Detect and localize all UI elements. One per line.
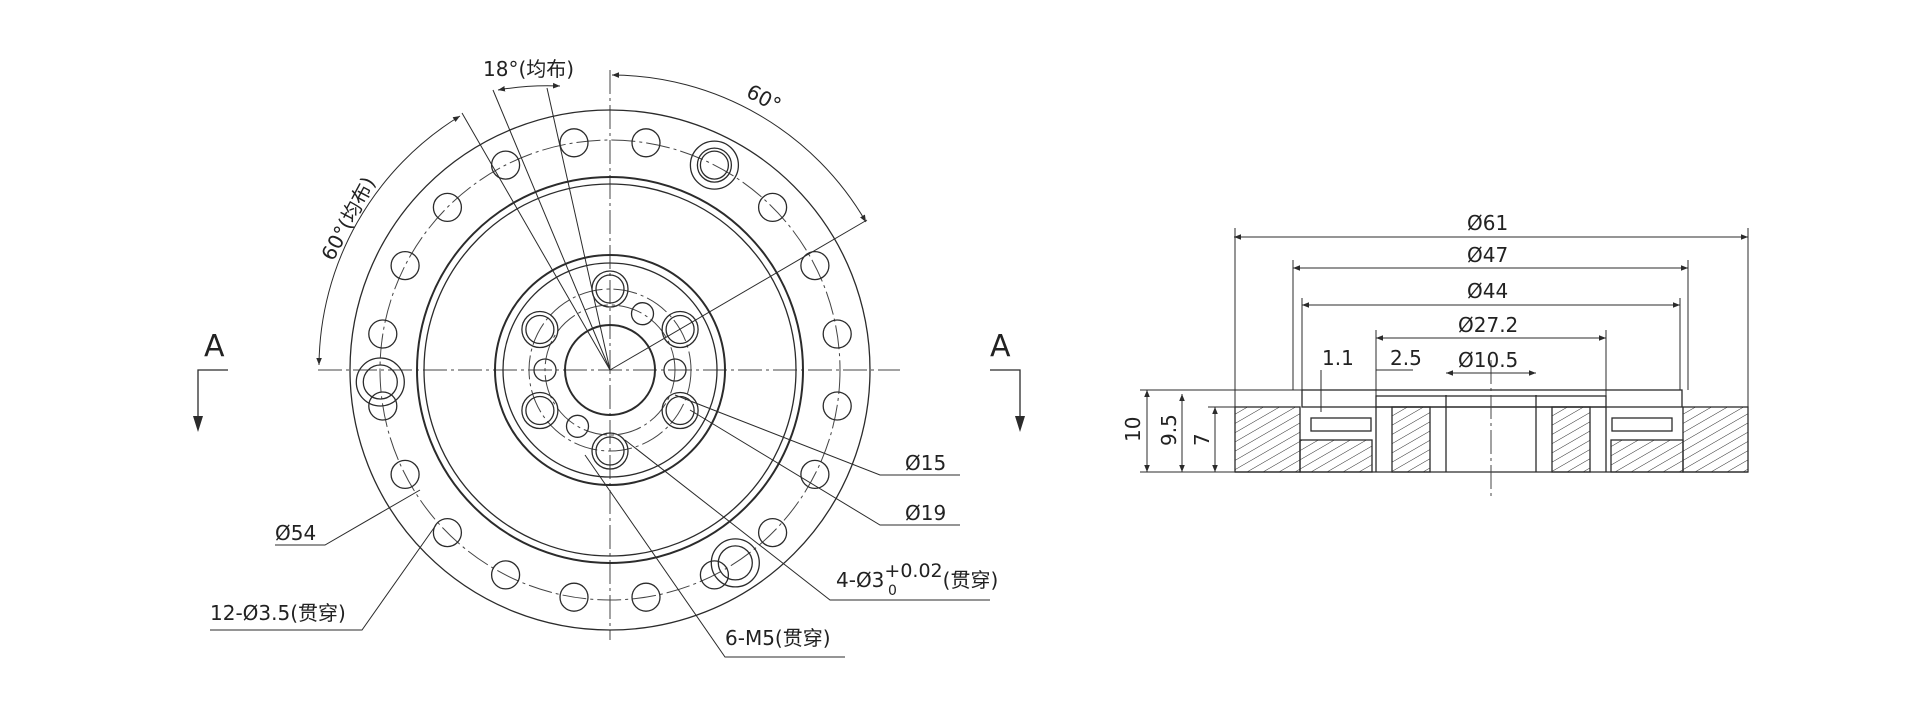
m5-hole-inner [665,314,695,345]
through-hole [559,582,589,612]
pin-hole [533,358,557,382]
front-view: A A 18°(均布) 60° 60°(均布) Ø54 12-Ø3.5(贯穿) … [193,57,1025,658]
pin-hole [565,414,590,438]
leader-6-m5 [584,454,845,658]
label-dia54: Ø54 [275,521,316,545]
outer-flange-circle [349,109,871,631]
label-dia15: Ø15 [905,451,946,475]
center-bore [564,324,656,416]
m5-hole-outer [591,432,629,470]
wall-left-mid [1299,439,1373,473]
leader-12-holes [210,524,437,631]
label-angle-60: 60° [743,79,786,117]
counterbore-inner [362,364,398,400]
through-hole [432,192,463,223]
label-angle-18: 18°(均布) [483,57,574,81]
label-2-5: 2.5 [1390,346,1422,370]
hub-hole-circle-15 [544,304,676,436]
leader-4-holes [624,439,990,601]
through-hole [559,128,589,158]
through-hole [631,128,661,158]
label-dia10-5: Ø10.5 [1458,348,1518,372]
label-1-1: 1.1 [1322,346,1354,370]
label-6-m5: 6-M5(贯穿) [725,626,831,650]
m5-hole-inner [595,274,625,304]
leader-dia15 [674,394,960,476]
label-dia61: Ø61 [1467,211,1508,235]
section-arrow-left-head [193,416,203,432]
m5-hole-inner [525,314,555,345]
inner-ring-right [1611,417,1673,432]
m5-hole-outer [661,391,699,430]
through-hole [822,319,852,349]
angle-ray-18b [546,87,611,371]
angle-arc-60-even [316,115,461,366]
angle-ray-60 [609,219,868,371]
hub-hole-circle-19 [528,288,692,452]
body-inner-circle [423,183,797,557]
angle-arc-18 [497,82,561,92]
section-arrow-right-head [1015,416,1025,432]
wall-right-mid [1610,439,1684,473]
angle-ray-18 [492,89,611,371]
wall-right-inner [1551,406,1591,473]
label-4-holes-suffix: (贯穿) [943,568,999,592]
body-outer-circle [416,176,804,564]
through-hole [800,250,830,281]
section-mark-right: A [990,329,1011,364]
label-dia27-2: Ø27.2 [1458,313,1518,337]
wall-left-outer [1234,406,1301,473]
section-arrow-left [197,369,228,428]
m5-hole-outer [661,310,699,349]
hub-outer-circle [494,254,726,486]
through-hole [800,459,830,490]
counterbore-outer [710,538,760,588]
bolt-circle-54 [379,139,841,601]
label-4-holes-tol-lower: 0 [888,583,897,599]
section-arrow-right [990,369,1021,428]
through-hole [631,582,661,612]
label-dia19: Ø19 [905,501,946,525]
through-hole [822,391,852,421]
section-mark-left: A [204,329,225,364]
pin-hole [630,302,655,326]
label-dia44: Ø44 [1467,279,1508,303]
section-view: Ø61 Ø47 Ø44 Ø27.2 Ø10.5 1.1 2.5 10 9.5 7 [1121,211,1749,500]
label-height-7: 7 [1190,433,1214,446]
label-height-10: 10 [1121,417,1145,442]
through-hole [368,391,398,421]
label-12-holes: 12-Ø3.5(贯穿) [210,601,346,625]
wall-left-inner [1391,406,1431,473]
label-4-holes-tol-upper: +0.02 [884,560,942,582]
label-dia47: Ø47 [1467,243,1508,267]
wall-right-outer [1682,406,1749,473]
angle-ray-120 [461,112,611,371]
m5-hole-outer [521,310,559,349]
label-4-holes-prefix: 4-Ø3 [836,568,884,592]
pin-hole [663,358,687,382]
hub-inner-circle [502,262,718,478]
label-height-9-5: 9.5 [1157,414,1181,446]
m5-hole-inner [525,395,555,426]
through-hole [390,250,420,281]
through-hole [432,517,463,548]
leader-dia19 [689,409,960,526]
m5-hole-outer [521,391,559,430]
through-hole [490,560,521,590]
through-hole [757,517,788,548]
inner-ring-left [1310,417,1372,432]
through-hole [699,560,730,590]
top-plate [1301,389,1683,408]
m5-hole-inner [595,436,625,466]
angle-arc-60 [611,72,867,223]
label-angle-60-even: 60°(均布) [316,173,380,265]
leader-dia54 [275,489,421,546]
counterbore-inner [717,545,753,581]
through-hole [390,459,420,490]
label-4-holes: 4-Ø3+0.02(贯穿) [836,560,998,592]
